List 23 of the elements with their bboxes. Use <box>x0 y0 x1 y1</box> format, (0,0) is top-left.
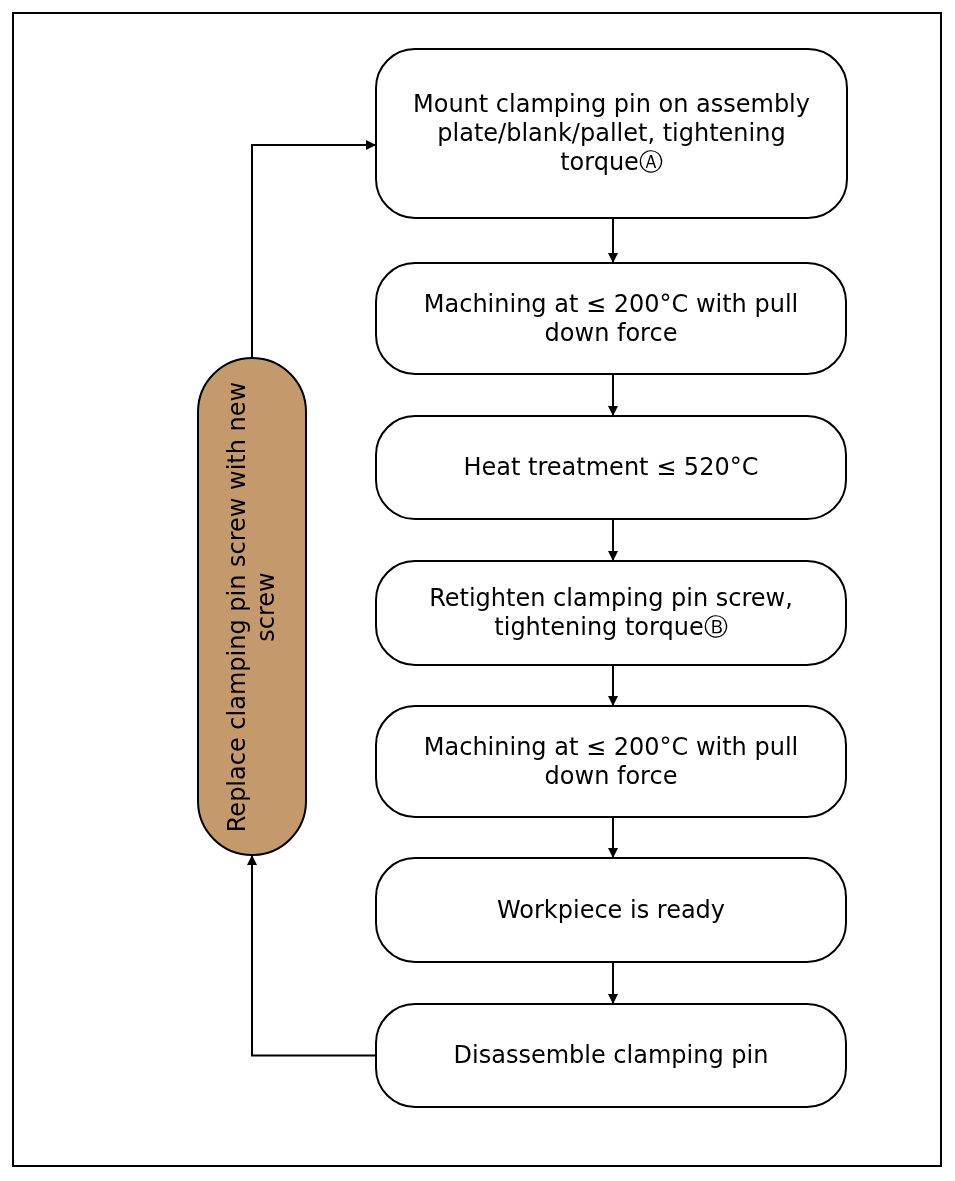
process-box <box>375 705 847 818</box>
step-text: Heat treatment ≤ 520°C <box>462 453 760 482</box>
step-text: Machining at ≤ 200°C with pull down force <box>422 289 800 348</box>
arrow <box>247 855 376 1057</box>
process-box <box>375 560 847 666</box>
process-box <box>375 415 847 520</box>
arrow <box>608 817 618 858</box>
step-text: Retighten clamping pin screw, tightening torqueⒷ <box>428 584 794 642</box>
arrow <box>608 519 618 561</box>
step-text: Workpiece is ready <box>495 895 727 925</box>
arrow <box>251 140 376 358</box>
step-text: Replace clamping pin screw with new screw <box>223 380 281 834</box>
step-text: Disassemble clamping pin <box>452 1041 770 1070</box>
arrow <box>608 665 618 706</box>
arrow <box>608 218 618 263</box>
step-text: Mount clamping pin on assembly plate/blank/pallet, tightening torqueⒶ <box>412 90 811 177</box>
arrow <box>608 962 618 1004</box>
process-box <box>375 857 847 963</box>
process-box <box>375 1003 847 1108</box>
arrow <box>608 374 618 416</box>
step-text: Machining at ≤ 200°C with pull down force <box>422 732 800 791</box>
process-box <box>375 262 847 375</box>
process-box <box>375 48 848 219</box>
